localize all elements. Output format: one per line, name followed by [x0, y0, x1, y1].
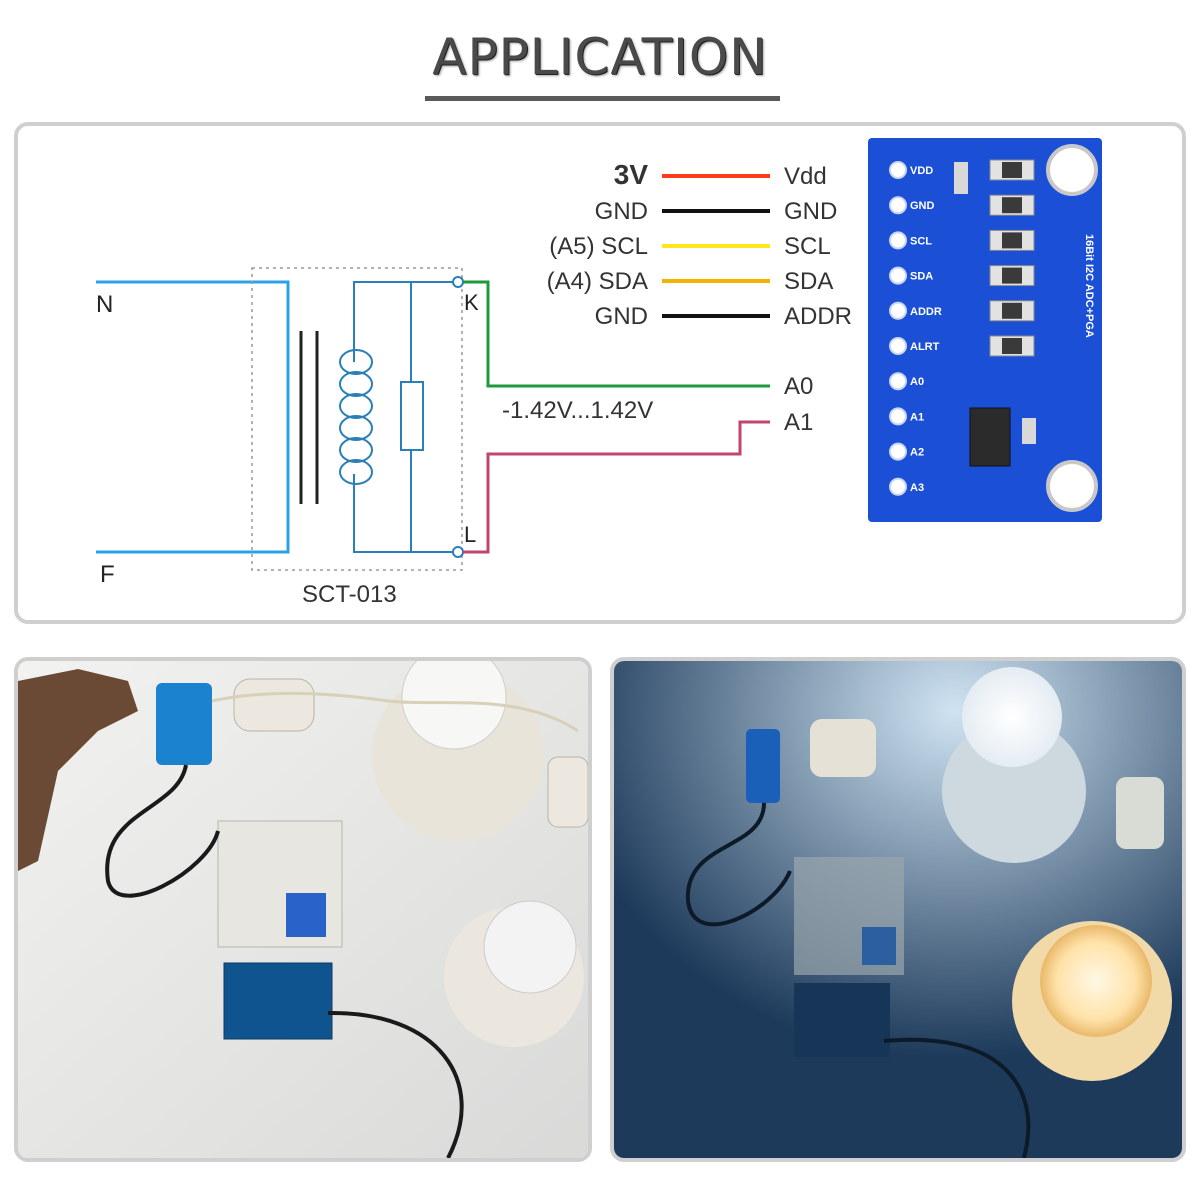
- photo-scene-lights-off: [18, 661, 588, 1158]
- adc-chip: [969, 407, 1011, 467]
- smd-resistor-body: [1002, 232, 1022, 249]
- mains-wire: [211, 692, 579, 733]
- wall-switch: [233, 678, 315, 732]
- circuit-diagram: N F SCT-013 K L -1.42V...1.4: [96, 138, 1102, 608]
- wiring-left-label: GND: [595, 303, 648, 330]
- wall-switch-dark: [810, 719, 876, 777]
- label-k: K: [464, 290, 479, 315]
- module-board: [868, 138, 1102, 522]
- module-pin-pad: [889, 266, 907, 285]
- bulb-off-bottom: [483, 900, 577, 994]
- current-sensor-clamp: [156, 683, 212, 765]
- mains-line-n: [96, 280, 290, 554]
- photo-setup-lights-off: [14, 657, 592, 1162]
- wiring-right-label: SCL: [784, 233, 831, 260]
- circuit-diagram-panel: N F SCT-013 K L -1.42V...1.4: [14, 122, 1186, 624]
- usb-cable-dark: [883, 1037, 1031, 1158]
- smd-component-2: [954, 162, 968, 194]
- module-pin-label: A2: [910, 447, 924, 459]
- sensor-cable: [105, 764, 220, 898]
- module-pin-pad: [889, 301, 907, 320]
- module-pin-pad: [889, 442, 907, 461]
- wiring-left-label: (A5) SCL: [549, 233, 648, 260]
- smd-resistor-body: [1002, 338, 1022, 354]
- wiring-right-label: Vdd: [784, 163, 827, 190]
- arduino-board: [223, 962, 333, 1040]
- secondary-bottom-wire: [353, 474, 458, 553]
- module-side-label: 16Bit I2C ADC+PGA: [1083, 234, 1095, 338]
- module-pin-label: SDA: [910, 271, 933, 283]
- label-l: L: [464, 522, 476, 547]
- lamp-holder-top-lit: [942, 719, 1086, 863]
- current-sensor-clamp-dark: [746, 729, 780, 803]
- plug-switch: [547, 756, 588, 828]
- sensor-outline: [251, 267, 463, 571]
- label-n: N: [96, 291, 113, 318]
- smd-resistor-body: [1002, 162, 1022, 178]
- module-pin-pad: [889, 161, 907, 179]
- wiring-right-label: GND: [784, 198, 837, 225]
- page-title: APPLICATION: [432, 28, 768, 86]
- usb-cable: [327, 1010, 464, 1158]
- wire-l-to-a1: [463, 420, 770, 554]
- wire-k-to-a0: [463, 280, 770, 388]
- smd-resistor-body: [1002, 302, 1022, 319]
- smd-resistor-body: [1002, 267, 1022, 284]
- label-a0: A0: [784, 373, 813, 400]
- secondary-top-wire: [353, 281, 458, 362]
- photo-scene-lights-on: [614, 661, 1182, 1158]
- module-pin-pad: [889, 407, 907, 426]
- module-pin-label: ADDR: [910, 306, 942, 318]
- wiring-left-label: GND: [595, 198, 648, 225]
- voltage-range-label: -1.42V...1.42V: [502, 397, 653, 424]
- module-pin-pad: [889, 372, 907, 391]
- module-pin-pad: [889, 196, 907, 215]
- title-underline: [425, 96, 780, 101]
- terminal-l-dot: [452, 546, 464, 558]
- module-pin-label: VDD: [910, 165, 933, 177]
- module-pin-label: A3: [910, 482, 924, 494]
- coil-winding: [339, 349, 373, 485]
- bulb-off-top: [401, 661, 507, 750]
- wiring-left-label: 3V: [614, 159, 649, 190]
- wiring-right-label: ADDR: [784, 303, 852, 330]
- sensor-label: SCT-013: [302, 581, 397, 608]
- arduino-board-dark: [794, 983, 890, 1057]
- label-a1: A1: [784, 409, 813, 436]
- relay-module: [286, 893, 326, 937]
- module-pin-label: A1: [910, 411, 924, 423]
- module-pin-pad: [889, 477, 907, 496]
- plug-switch-dark: [1116, 777, 1164, 849]
- mount-hole-bottom: [1046, 460, 1098, 512]
- mount-hole-top: [1046, 144, 1098, 196]
- wiring-left-label: (A4) SDA: [547, 268, 648, 295]
- bulb-on-top: [962, 667, 1062, 767]
- photo-setup-lights-on: [610, 657, 1186, 1162]
- smd-component: [1022, 418, 1036, 444]
- bulb-on-bottom: [1040, 925, 1152, 1037]
- smd-resistor-body: [1002, 197, 1022, 214]
- module-pin-label: GND: [910, 200, 935, 212]
- module-pin-label: SCL: [910, 235, 932, 247]
- module-pin-label: A0: [910, 376, 924, 388]
- module-pin-pad: [889, 231, 907, 250]
- relay-module-dark: [862, 927, 896, 965]
- terminal-k-dot: [452, 276, 464, 288]
- label-f: F: [100, 561, 115, 588]
- sensor-cable-dark: [685, 802, 792, 927]
- burden-resistor: [400, 381, 424, 451]
- wiring-right-label: SDA: [784, 268, 833, 295]
- hand: [18, 669, 138, 871]
- module-pin-label: ALRT: [910, 341, 940, 353]
- module-pin-pad: [889, 337, 907, 355]
